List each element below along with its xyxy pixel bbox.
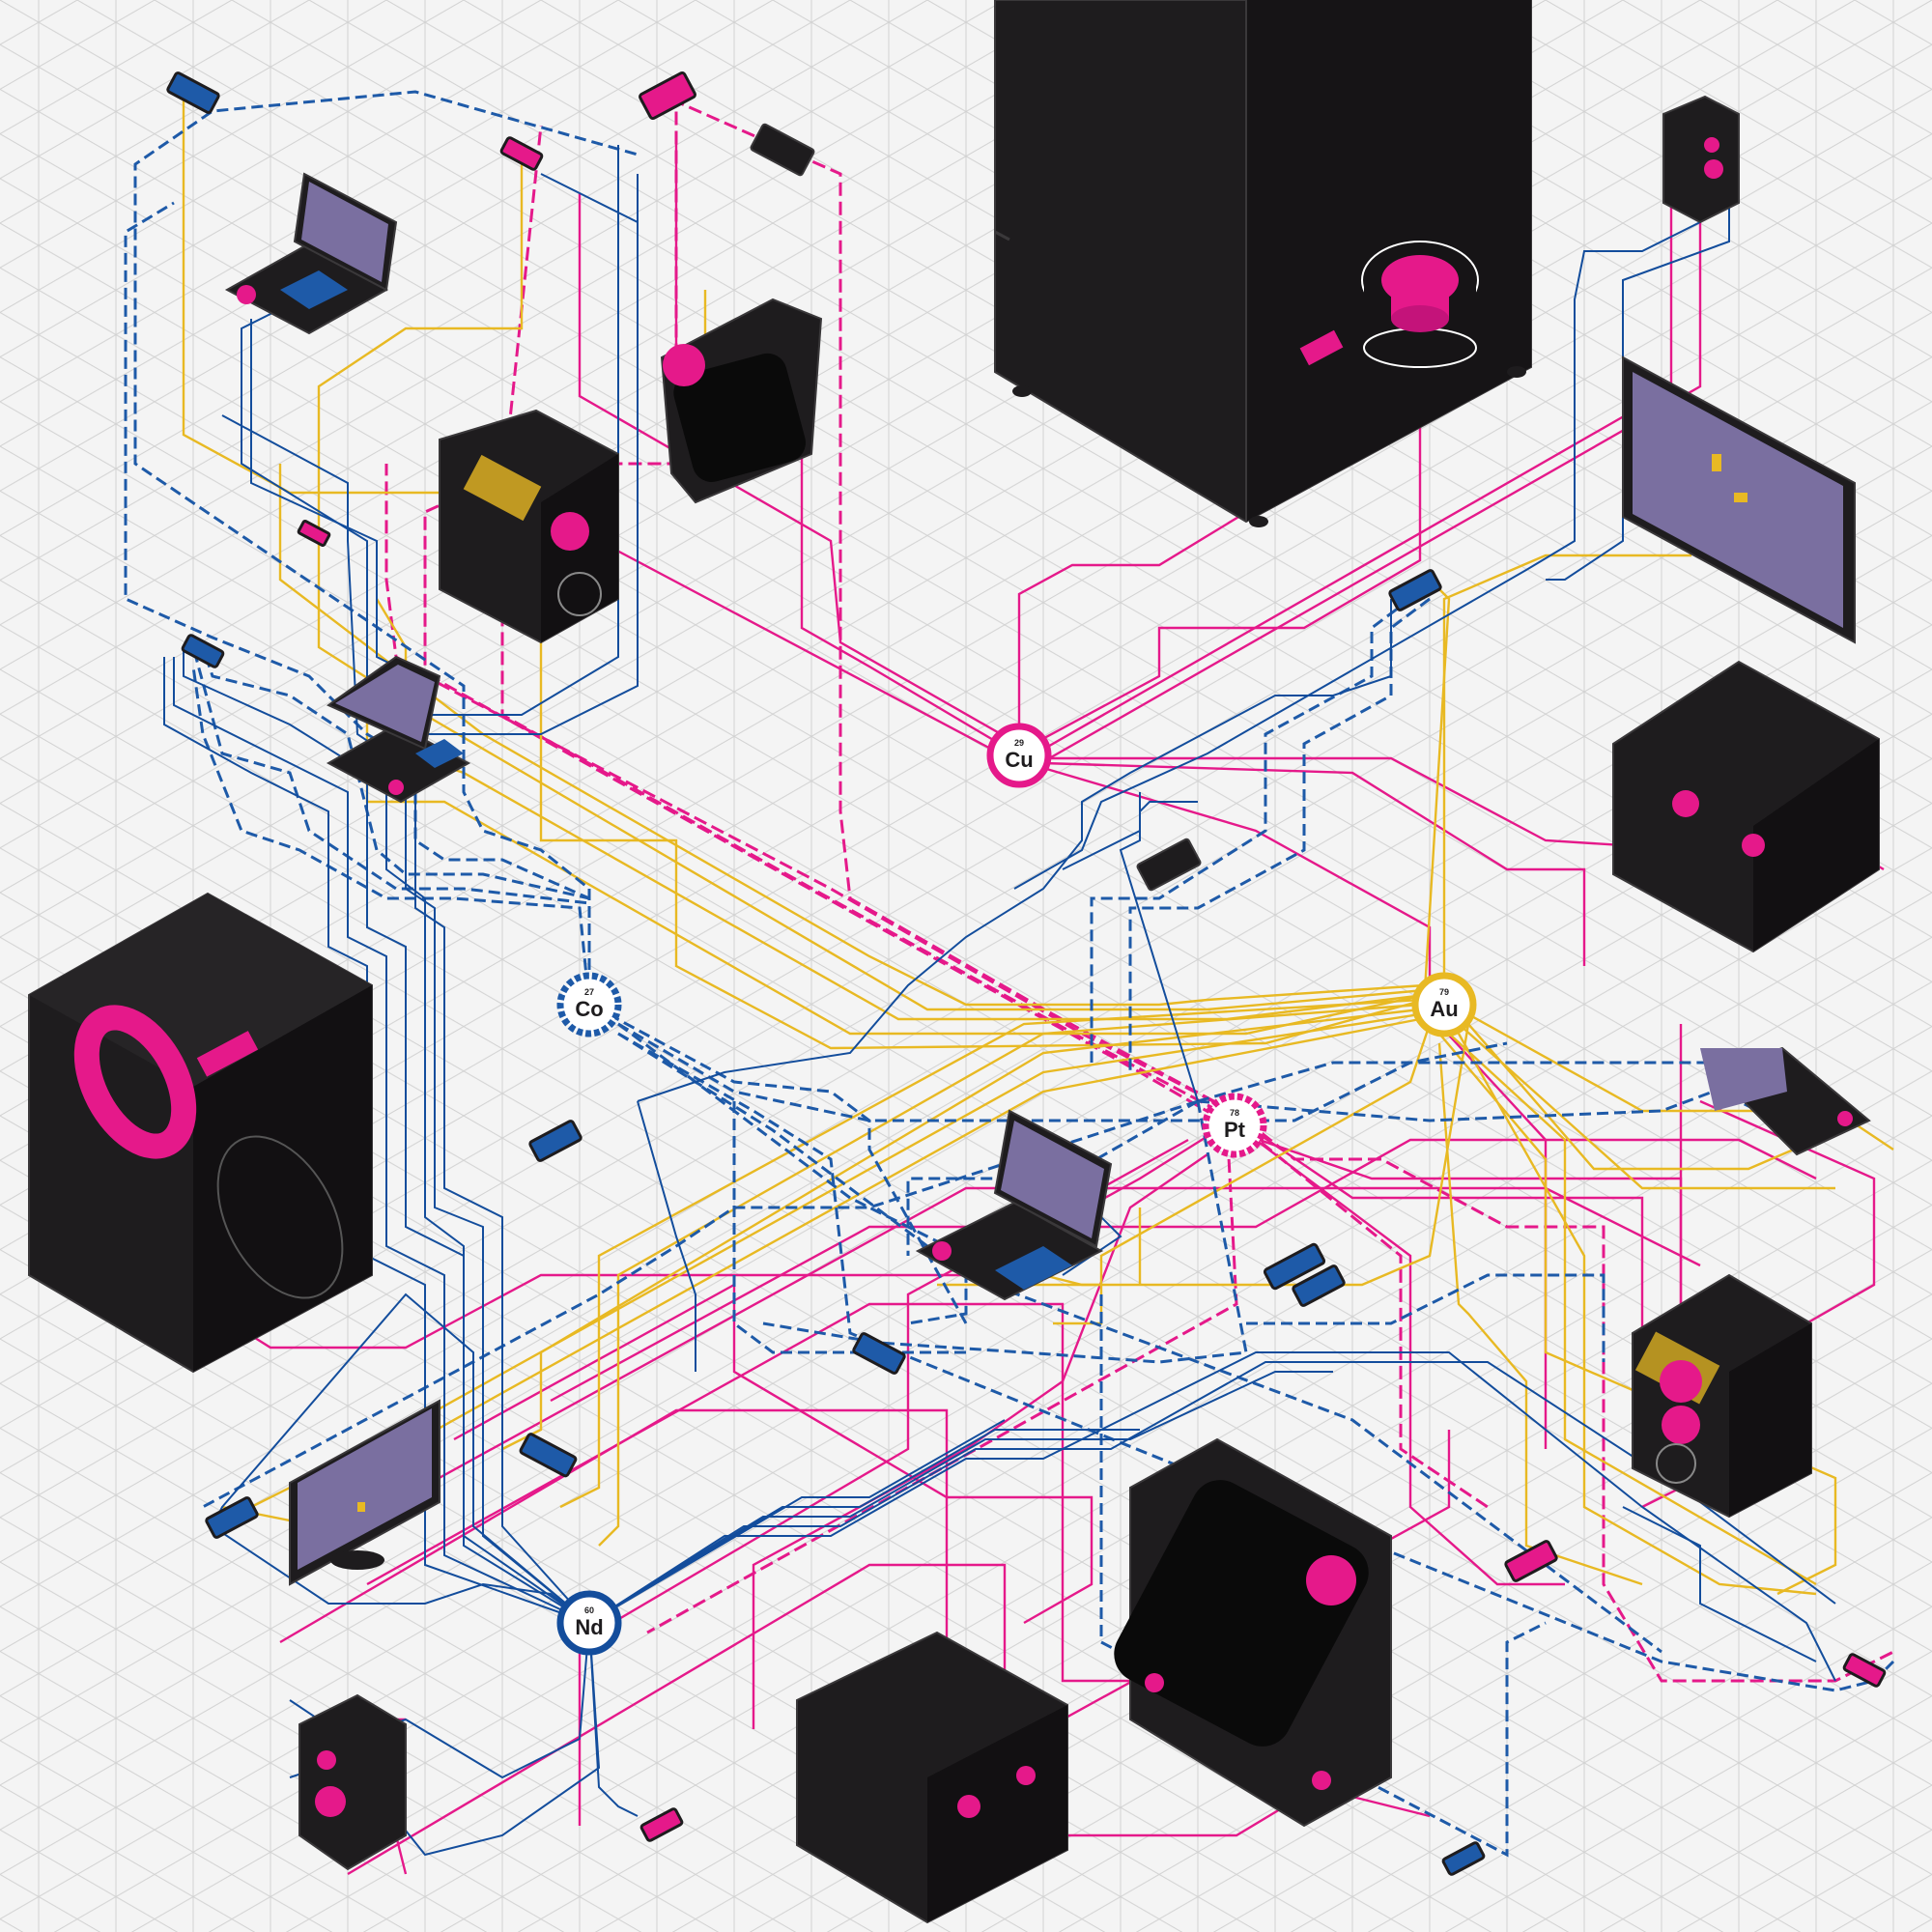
phones <box>166 71 1887 1876</box>
washer-control-board <box>196 1031 259 1077</box>
microwave <box>1612 660 1880 953</box>
phone <box>181 634 225 668</box>
laptop-2 <box>326 655 471 804</box>
cpu-fan-2 <box>1660 1360 1702 1403</box>
desktop-tower-2 <box>1632 1273 1812 1519</box>
crt-monitor <box>660 298 823 504</box>
element-ring <box>556 1590 622 1656</box>
element-symbol: Pt <box>1224 1118 1246 1142</box>
phone <box>1441 1841 1486 1876</box>
motherboard <box>463 454 542 522</box>
element-ring <box>986 723 1052 788</box>
phone <box>1263 1242 1326 1291</box>
microwave-2 <box>796 1631 1068 1924</box>
phone <box>1136 838 1202 892</box>
speaker-2 <box>298 1693 407 1871</box>
element-number: 27 <box>584 987 594 997</box>
desktop-tower <box>439 409 619 644</box>
element-symbol: Nd <box>575 1615 603 1639</box>
phone <box>639 1807 684 1842</box>
phone <box>499 136 544 171</box>
phone <box>205 1496 259 1539</box>
phone <box>297 519 331 548</box>
phone <box>1842 1653 1887 1688</box>
flat-tv <box>1622 355 1856 644</box>
phone <box>750 123 815 177</box>
element-symbol: Co <box>575 997 603 1021</box>
element-symbol: Cu <box>1005 748 1033 772</box>
cpu-fan <box>551 512 589 551</box>
fridge-control-board <box>1299 329 1344 366</box>
element-symbol: Au <box>1430 997 1458 1021</box>
flat-tv-2 <box>289 1399 440 1586</box>
element-ring <box>556 972 622 1037</box>
element-number: 60 <box>584 1605 594 1615</box>
refrigerator <box>994 0 1532 527</box>
magnetron-2 <box>957 1795 980 1818</box>
element-ring <box>1411 972 1477 1037</box>
element-number: 79 <box>1439 987 1449 997</box>
phone <box>1388 569 1442 611</box>
phone <box>852 1332 906 1375</box>
phone <box>1504 1540 1558 1582</box>
phone <box>639 71 696 121</box>
element-number: 29 <box>1014 738 1024 748</box>
laptop-3 <box>915 1109 1113 1301</box>
washing-machine <box>28 892 373 1374</box>
element-number: 78 <box>1230 1108 1239 1118</box>
laptop-4 <box>1700 1046 1871 1156</box>
phone <box>1292 1264 1346 1307</box>
washer-motor-ring <box>73 1005 197 1159</box>
compressor-motor <box>1361 241 1479 368</box>
element-ring <box>1202 1093 1267 1158</box>
magnetron <box>1672 790 1699 817</box>
crt-yoke-2 <box>1306 1555 1356 1605</box>
phone <box>166 71 220 114</box>
laptop <box>224 172 398 335</box>
crt-monitor-2 <box>1114 1437 1392 1828</box>
phone <box>528 1120 582 1162</box>
phone <box>519 1433 578 1478</box>
crt-yoke <box>663 344 705 386</box>
speaker <box>1662 95 1740 224</box>
